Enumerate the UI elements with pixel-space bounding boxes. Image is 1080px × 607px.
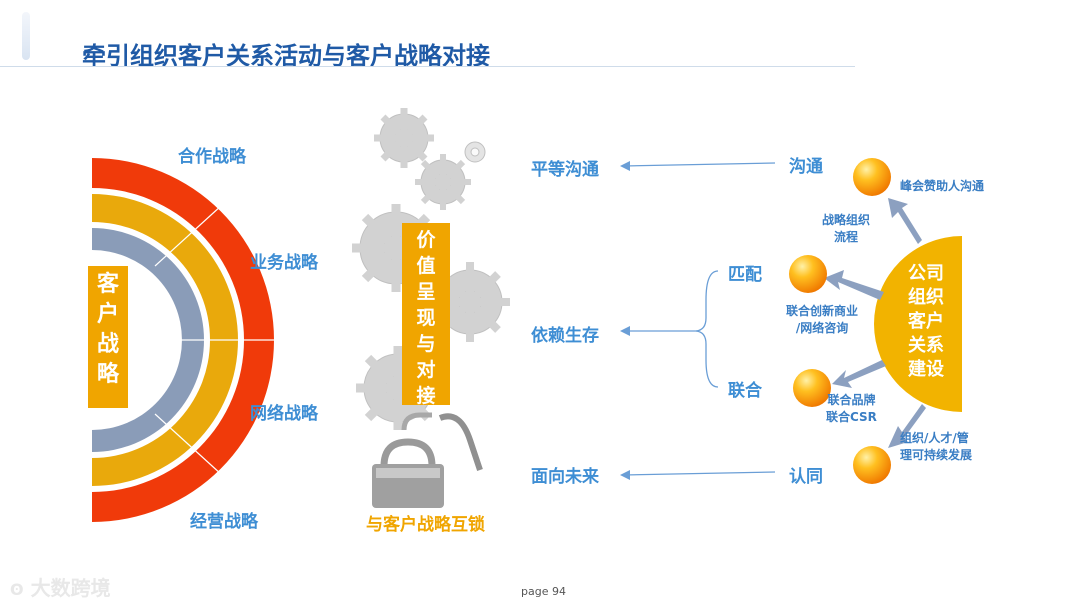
node-ball-1: [853, 158, 891, 196]
outcome-1: 平等沟通: [531, 155, 599, 180]
mode-identify: 认同: [789, 462, 823, 487]
outcome-3: 面向未来: [531, 462, 599, 487]
customer-strategy-box: 客户战略: [88, 266, 128, 408]
path-label-3: 联合品牌 联合CSR: [826, 392, 877, 426]
lock-icon: [372, 415, 480, 508]
watermark-logo: ʘ 大数跨境: [10, 572, 111, 601]
node-label-summit: 峰会赞助人沟通: [900, 178, 984, 195]
customer-strategy-label: 客户战略: [97, 270, 119, 390]
watermark-text: 大数跨境: [31, 576, 111, 600]
connector-arrows: [624, 163, 775, 475]
arrowheads: [620, 161, 630, 480]
hub-label: 公司组织客户关系建设: [907, 262, 945, 382]
hub-box: 公司组织客户关系建设: [898, 262, 954, 386]
strategy-label-4: 经营战略: [190, 507, 258, 532]
node-ball-2: [789, 255, 827, 293]
lock-caption: 与客户战略互锁: [366, 510, 485, 535]
node-ball-4: [853, 446, 891, 484]
page-number: page 94: [521, 585, 566, 598]
strategy-label-3: 网络战略: [250, 399, 318, 424]
path-label-4: 组织/人才/管 理可持续发展: [900, 430, 972, 464]
mode-communicate: 沟通: [789, 152, 823, 177]
mode-unite: 联合: [728, 376, 762, 401]
outcome-2: 依赖生存: [531, 321, 599, 346]
strategy-label-2: 业务战略: [250, 248, 318, 273]
value-box: 价值呈现与对接: [402, 223, 450, 405]
path-label-2: 联合创新商业 /网络咨询: [786, 303, 858, 337]
value-label: 价值呈现与对接: [416, 227, 436, 409]
path-label-1: 战略组织 流程: [822, 212, 870, 246]
watermark-icon: ʘ: [10, 580, 24, 599]
strategy-label-1: 合作战略: [178, 142, 246, 167]
mode-match: 匹配: [728, 260, 762, 285]
